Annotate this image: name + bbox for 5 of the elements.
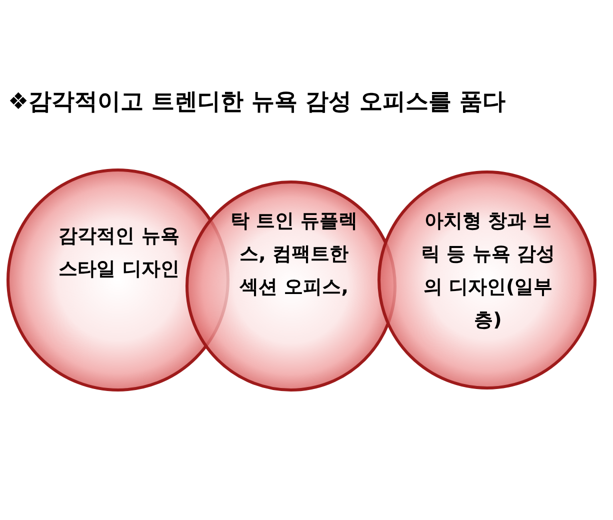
venn-circle: [377, 170, 597, 390]
circle-text: 감각적인 뉴욕 스타일 디자인: [58, 224, 180, 282]
title: ❖감각적이고 트렌디한 뉴욕 감성 오피스를 품다: [8, 88, 506, 117]
circle-text: 아치형 창과 브릭 등 뉴욕 감성의 디자인(일부층): [420, 209, 556, 333]
circle-text: 탁 트인 듀플렉스, 컴팩트한 섹션 오피스,: [230, 209, 358, 300]
